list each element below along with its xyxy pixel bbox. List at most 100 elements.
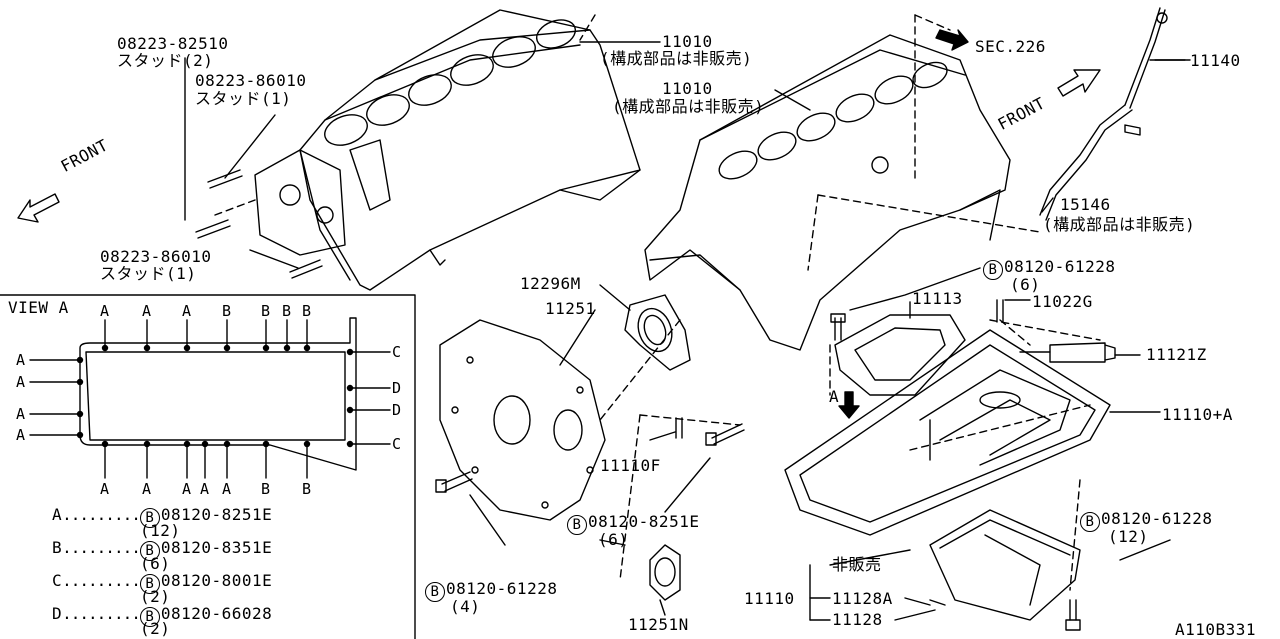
circle-b-icon: B	[983, 260, 1003, 280]
bolt-hole-dot	[262, 344, 270, 352]
label-bolt-b4-qty: (12)	[1108, 527, 1149, 546]
view-a-top-letter: B	[222, 302, 232, 320]
view-a-bottom-letter: A	[100, 480, 110, 498]
view-a-left-letter: A	[16, 373, 26, 391]
legend-key: C	[52, 571, 63, 590]
view-a-bottom-letter: B	[261, 480, 271, 498]
label-oilpan-lower: 11110	[744, 589, 795, 608]
dipstick-assembly	[1039, 7, 1191, 221]
legend-part: 08120-66028	[160, 604, 273, 623]
view-a-arrow-icon	[838, 391, 860, 419]
legend-key: B	[52, 538, 63, 557]
view-a-right-letter: D	[392, 401, 402, 419]
label-baffle: 11113	[912, 289, 963, 308]
oil-level-sensor	[1019, 342, 1116, 363]
leader-lines	[469, 41, 1186, 621]
view-a-title: VIEW A	[8, 298, 69, 317]
legend-qty: (6)	[140, 554, 171, 573]
label-pin: 11022G	[1032, 292, 1093, 311]
label-block-left: 11010	[662, 32, 713, 51]
label-drain-plug: 11128	[832, 610, 883, 629]
label-bolt-b1-qty: (6)	[1010, 275, 1041, 294]
bolt-hole-dot	[76, 378, 84, 386]
view-a-left-letter: A	[16, 426, 26, 444]
circle-b-icon: B	[139, 508, 160, 528]
bolt-hole-dot	[183, 344, 191, 352]
bolt-hole-dot	[303, 440, 311, 448]
label-diagram-id: A110B331	[1175, 620, 1257, 639]
label-stud-86010-bot-name: スタッド(1)	[100, 264, 197, 283]
label-not-sold: 非販売	[832, 555, 882, 574]
label-plate: 11251	[545, 299, 596, 318]
view-a-bottom-letter: A	[200, 480, 210, 498]
oil-pan-lower	[929, 509, 1081, 621]
label-stud-86010-bot: 08223-86010	[100, 247, 212, 266]
label-block-right-note: (構成部品は非販売)	[612, 97, 765, 116]
bolt-hole-dot	[143, 344, 151, 352]
cylinder-block-left	[254, 9, 641, 291]
view-a-bottom-letter: B	[302, 480, 312, 498]
bolt-hole-dot	[183, 440, 191, 448]
bolt-hole-dot	[346, 440, 354, 448]
bolt-hole-dot	[101, 344, 109, 352]
legend-key: D	[52, 604, 63, 623]
view-a-left-letter: A	[16, 405, 26, 423]
bolt-b3-number: 08120-61228	[446, 579, 558, 598]
view-a-bottom-letter: A	[142, 480, 152, 498]
view-a-top-letter: B	[261, 302, 271, 320]
label-guide-note: (構成部品は非販売)	[1043, 215, 1196, 234]
view-a-top-letter: A	[100, 302, 110, 320]
label-bolt-b2-qty: (6)	[598, 530, 629, 549]
cylinder-block-right	[644, 34, 1011, 351]
oil-pan-upper	[784, 329, 1111, 536]
bolt-b2-number: 08120-8251E	[588, 512, 700, 531]
label-guide: 15146	[1060, 195, 1111, 214]
sec-arrow-icon	[935, 29, 969, 51]
label-sec-226: SEC.226	[975, 37, 1046, 56]
bolt-hole-dot	[262, 440, 270, 448]
label-oilpan-upper: 11110+A	[1162, 405, 1233, 424]
legend-qty: (2)	[140, 619, 171, 638]
view-a-panel	[0, 294, 416, 639]
legend-part: 08120-8001E	[160, 571, 273, 590]
view-a-left-letter: A	[16, 351, 26, 369]
rear-cover	[649, 544, 681, 601]
bolt-hole-dot	[303, 344, 311, 352]
bolt-hole-dot	[346, 406, 354, 414]
bolt-hole-dot	[223, 344, 231, 352]
label-stud-86010-top-name: スタッド(1)	[195, 89, 292, 108]
label-block-left-note: (構成部品は非販売)	[600, 49, 753, 68]
view-a-right-letter: C	[392, 435, 402, 453]
legend-qty: (2)	[140, 587, 171, 606]
bolt-hole-dot	[346, 384, 354, 392]
view-a-right-letter: D	[392, 379, 402, 397]
view-a-bottom-letter: A	[182, 480, 192, 498]
legend-part: 08120-8251E	[160, 505, 273, 524]
label-block-right: 11010	[662, 79, 713, 98]
rear-plate	[439, 319, 606, 521]
bolts	[435, 299, 1081, 631]
bolt-hole-dot	[223, 440, 231, 448]
label-bolt-b3-qty: (4)	[450, 597, 481, 616]
label-drain-washer: 11128A	[832, 589, 893, 608]
bolt-hole-dot	[143, 440, 151, 448]
bolt-hole-dot	[346, 348, 354, 356]
bolt-hole-dot	[76, 356, 84, 364]
assembly-guide-lines	[214, 14, 1101, 591]
circle-b-icon: B	[139, 574, 160, 594]
legend-key: A	[52, 505, 63, 524]
view-a-top-letter: A	[142, 302, 152, 320]
view-a-bottom-letter: A	[222, 480, 232, 498]
front-arrow-left-icon	[17, 193, 60, 223]
circle-b-icon: B	[1080, 512, 1100, 532]
circle-b-icon: B	[425, 582, 445, 602]
bolt-b1-number: 08120-61228	[1004, 257, 1116, 276]
bolt-hole-dot	[201, 440, 209, 448]
